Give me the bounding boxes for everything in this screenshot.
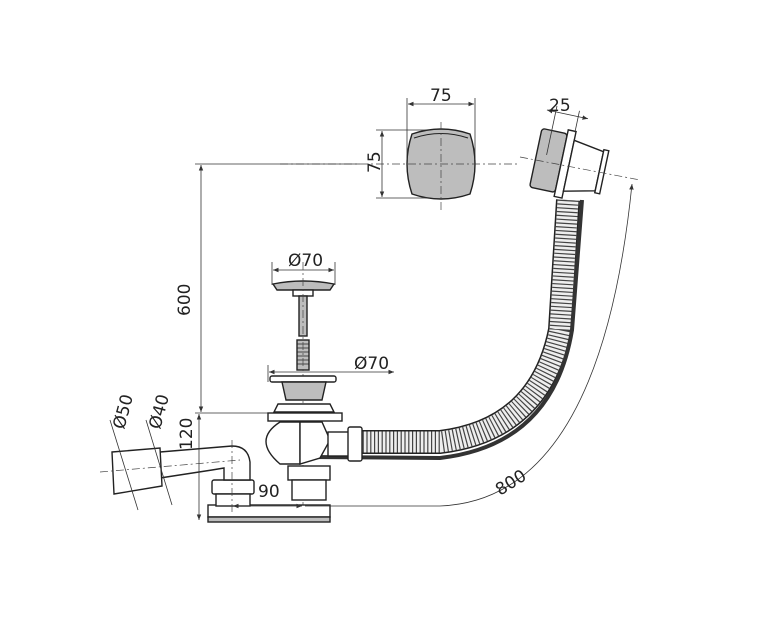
height-600-dimension: 600 <box>175 163 360 414</box>
cap-height-label: 75 <box>365 151 385 173</box>
flexible-hose <box>309 199 584 461</box>
cap-width-label: 75 <box>430 86 452 106</box>
plug-diameter-label: Ø70 <box>288 251 323 271</box>
overflow-cap-front: 75 75 <box>280 86 520 210</box>
overflow-head <box>529 105 610 199</box>
strainer: Ø70 <box>267 354 394 413</box>
outlet-outer-diameter-label: Ø50 <box>110 392 138 431</box>
overflow-depth-label: 25 <box>549 96 571 116</box>
strainer-diameter-label: Ø70 <box>354 354 389 374</box>
trap-offset-label: 90 <box>258 482 280 502</box>
outlet-inner-diameter-label: Ø40 <box>146 392 174 431</box>
overflow-height-label: 600 <box>175 284 195 316</box>
plug: Ø70 <box>271 251 336 510</box>
hose-length-label: 800 <box>492 466 530 500</box>
drain-body <box>265 412 363 501</box>
trap-height-label: 120 <box>177 418 197 450</box>
